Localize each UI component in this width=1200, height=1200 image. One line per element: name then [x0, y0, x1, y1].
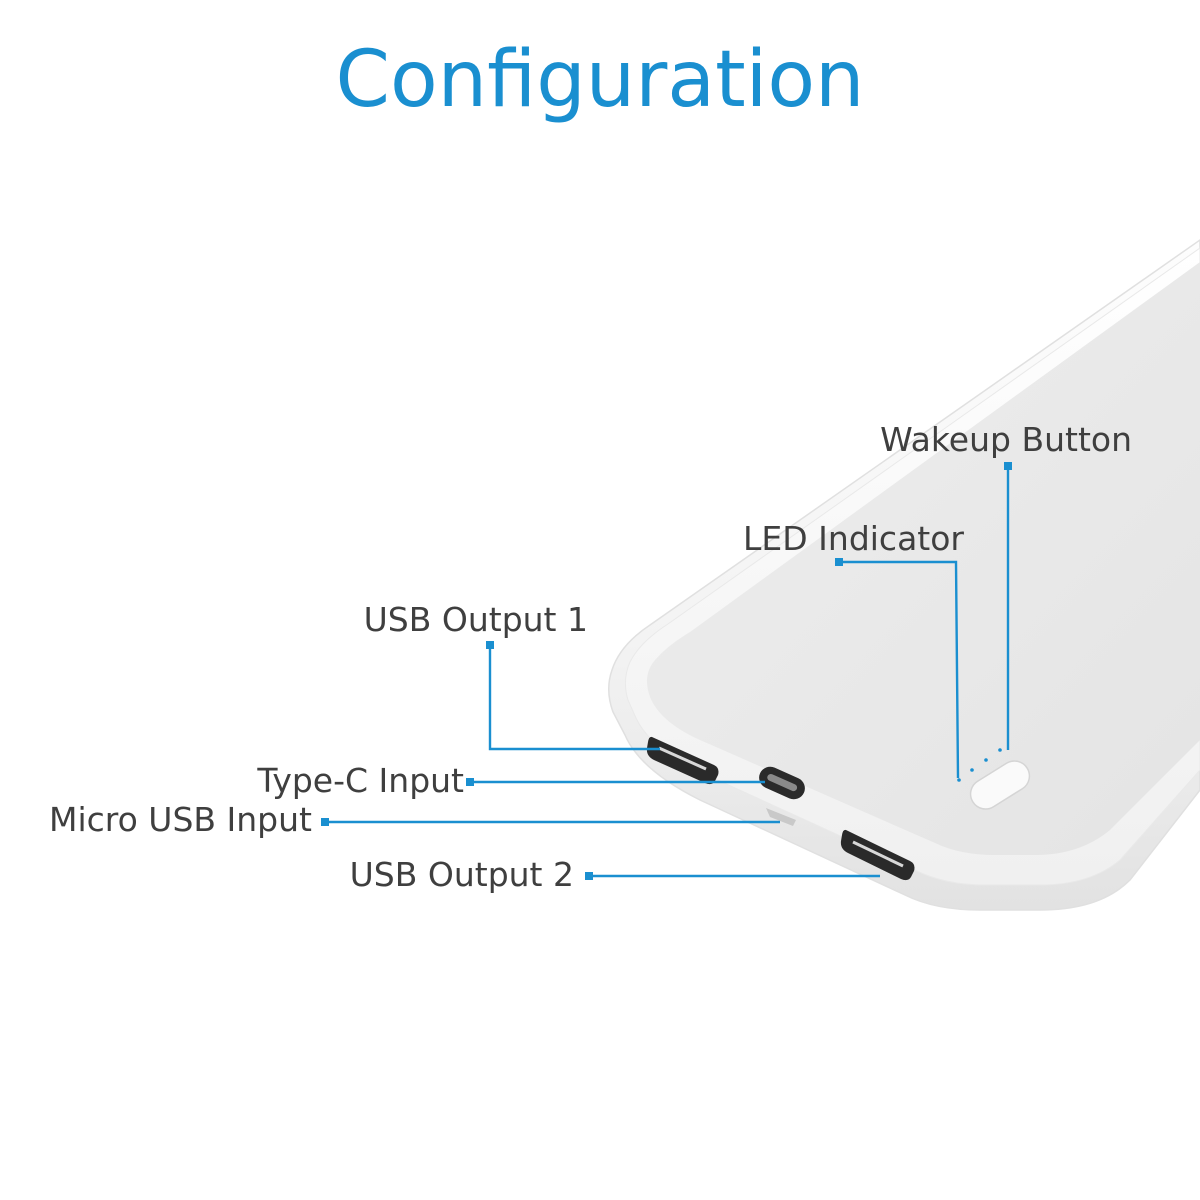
usb-output-1-port [646, 736, 719, 785]
wakeup-button-label: Wakeup Button [880, 420, 1132, 459]
usb-output-2-leader-anchor [585, 872, 593, 880]
wakeup-button-shape [969, 760, 1031, 810]
usb-output-1-leader-anchor [486, 641, 494, 649]
type-c-input-leader-anchor [466, 778, 474, 786]
led-indicator-label: LED Indicator [743, 519, 964, 558]
page-title: Configuration [335, 35, 865, 125]
power-bank-body [608, 239, 1200, 911]
usb-output-2-label: USB Output 2 [350, 855, 574, 894]
type-c-input-label: Type-C Input [256, 761, 464, 800]
type-c-port [759, 766, 805, 800]
power-bank-top-surface [646, 262, 1200, 855]
wakeup-button-leader-anchor [1004, 462, 1012, 470]
led-indicator-leader [839, 560, 960, 779]
usb-output-1-label: USB Output 1 [364, 600, 588, 639]
usb-output-1-leader [488, 645, 660, 751]
led-indicator-leader-anchor [835, 558, 843, 566]
micro-usb-port [766, 808, 796, 826]
led-indicator-dots [957, 748, 1002, 782]
micro-usb-input-leader-anchor [321, 818, 329, 826]
micro-usb-input-label: Micro USB Input [49, 800, 312, 839]
usb-output-2-port [840, 829, 915, 881]
